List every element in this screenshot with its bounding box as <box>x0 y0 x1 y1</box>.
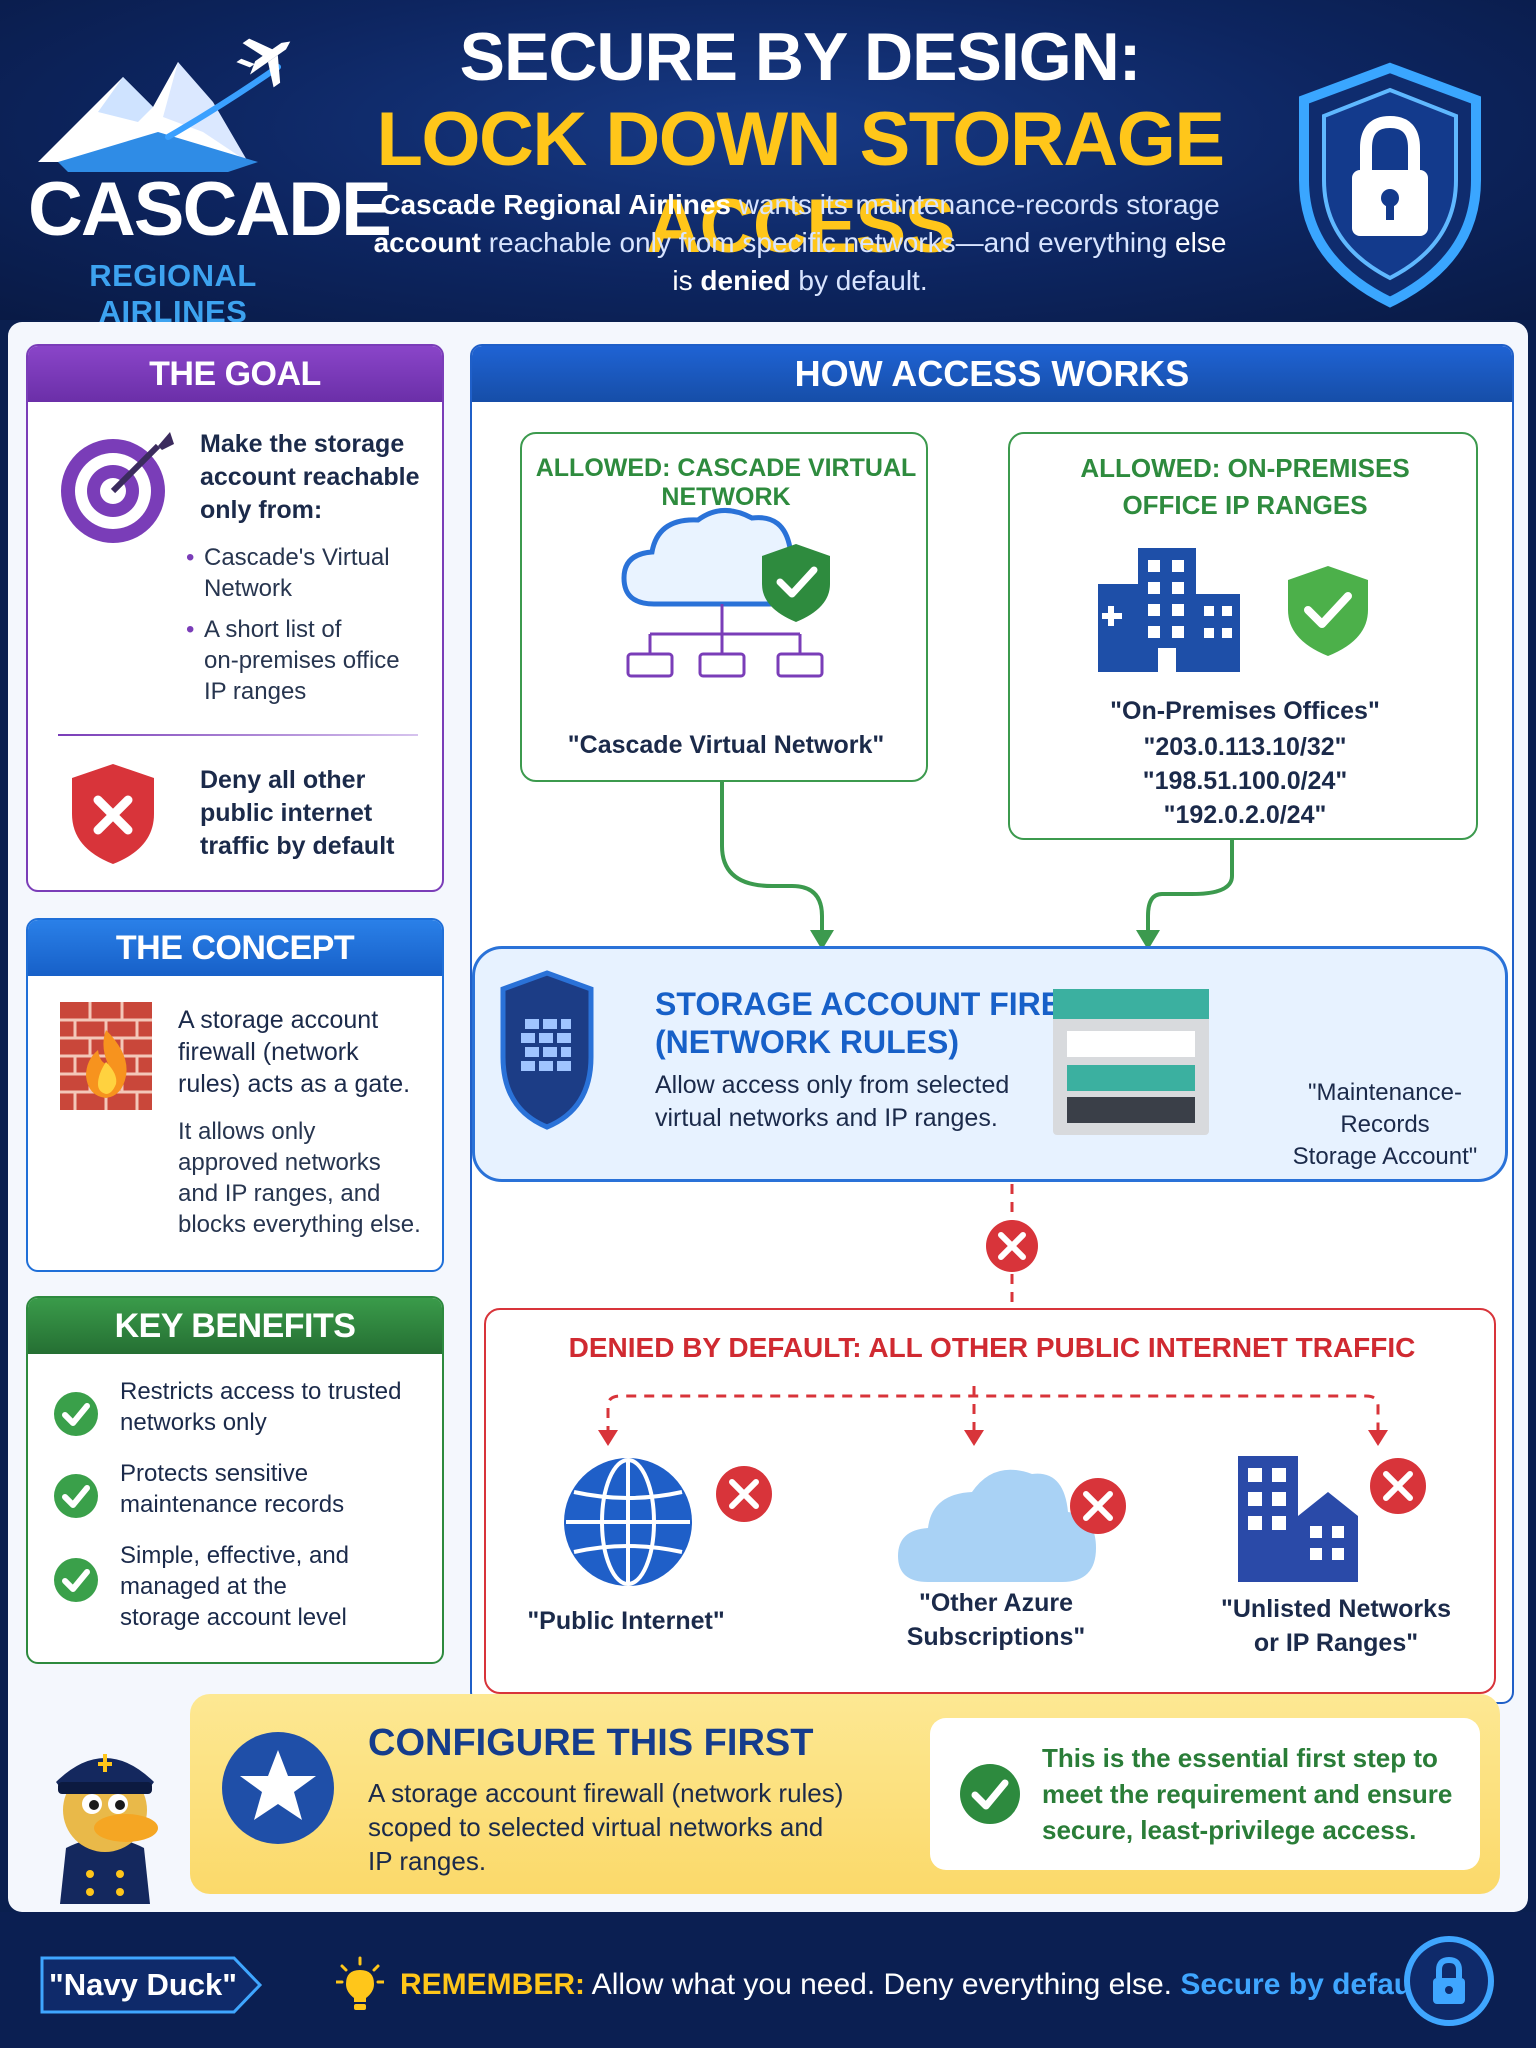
denied-box: DENIED BY DEFAULT: ALL OTHER PUBLIC INTE… <box>484 1308 1496 1694</box>
remember-tagline: REMEMBER: Allow what you need. Deny ever… <box>400 1968 1439 2001</box>
page-title-line1: SECURE BY DESIGN: <box>459 19 1142 95</box>
check-circle-icon <box>54 1558 98 1602</box>
star-badge-icon <box>222 1732 334 1844</box>
deny-connector <box>986 1184 1038 1308</box>
unlisted-buildings-icon <box>1238 1456 1426 1582</box>
storage-firewall-box: STORAGE ACCOUNT FIREWALL(NETWORK RULES) … <box>472 946 1508 1182</box>
shield-deny-icon <box>72 764 154 864</box>
header: CASCADE REGIONAL AIRLINES SECURE BY DESI… <box>0 0 1536 329</box>
navy-duck-badge: "Navy Duck" <box>49 1967 237 2002</box>
check-circle-icon <box>960 1764 1020 1824</box>
storage-account-icon <box>1053 989 1209 1135</box>
configure-text: A storage account firewall (network rule… <box>368 1778 844 1876</box>
ip-range-2: "198.51.100.0/24" <box>1142 767 1348 795</box>
lightbulb-icon <box>336 1956 384 2010</box>
check-circle-icon <box>54 1392 98 1436</box>
office-building-icon <box>1098 548 1368 672</box>
cloud-network-icon <box>621 508 830 678</box>
ip-range-1: "203.0.113.10/32" <box>1143 733 1347 761</box>
globe-icon <box>564 1458 772 1586</box>
concept-title: THE CONCEPT <box>28 920 442 976</box>
page-title-line2: LOCK DOWN STORAGE ACCESS <box>376 97 1225 269</box>
logo-subtitle: REGIONAL AIRLINES <box>89 258 257 329</box>
vnet-label: "Cascade Virtual Network" <box>567 731 885 759</box>
goal-title: THE GOAL <box>28 346 442 402</box>
allowed-connector-arrows <box>720 782 1234 950</box>
benefits-card: KEY BENEFITS Restricts access to trusted… <box>26 1296 444 1664</box>
footer: "Navy Duck" REMEMBER: Allow what you nee… <box>0 1912 1536 2048</box>
how-access-works-panel: HOW ACCESS WORKS ALLOWED: CASCADE VIRTUA… <box>470 344 1514 1704</box>
onprem-label: "On-Premises Offices" <box>1110 697 1380 725</box>
page-subtitle: Cascade Regional Airlines wants its main… <box>373 189 1227 296</box>
goal-divider <box>58 734 418 736</box>
configure-first-banner: CONFIGURE THIS FIRST A storage account f… <box>190 1694 1500 1894</box>
configure-title: CONFIGURE THIS FIRST <box>368 1722 814 1764</box>
ip-range-3: "192.0.2.0/24" <box>1163 801 1327 829</box>
shield-lock-icon <box>1299 62 1481 308</box>
name-badge-shape <box>40 1956 263 2014</box>
azure-cloud-icon <box>898 1469 1126 1582</box>
denied-title: DENIED BY DEFAULT: ALL OTHER PUBLIC INTE… <box>568 1332 1416 1363</box>
allowed-vnet-title: ALLOWED: CASCADE VIRTUAL NETWORK <box>535 454 917 511</box>
denied-dashed-arrows <box>598 1386 1388 1446</box>
target-icon <box>61 432 174 543</box>
mountain-airplane-logo-icon <box>38 38 291 172</box>
firewall-icon <box>60 1002 152 1110</box>
logo-name: CASCADE <box>28 167 392 252</box>
how-access-works-title: HOW ACCESS WORKS <box>472 346 1512 402</box>
benefits-title: KEY BENEFITS <box>28 1298 442 1354</box>
navy-duck-mascot-icon <box>56 1754 158 1904</box>
lock-circle-icon <box>1404 1936 1494 2026</box>
firewall-shield-icon <box>500 970 594 1130</box>
check-circle-icon <box>54 1474 98 1518</box>
denied-public-internet-label: "Public Internet" <box>527 1607 725 1635</box>
allowed-vnet-box: ALLOWED: CASCADE VIRTUAL NETWORK "Cascad… <box>520 432 928 782</box>
